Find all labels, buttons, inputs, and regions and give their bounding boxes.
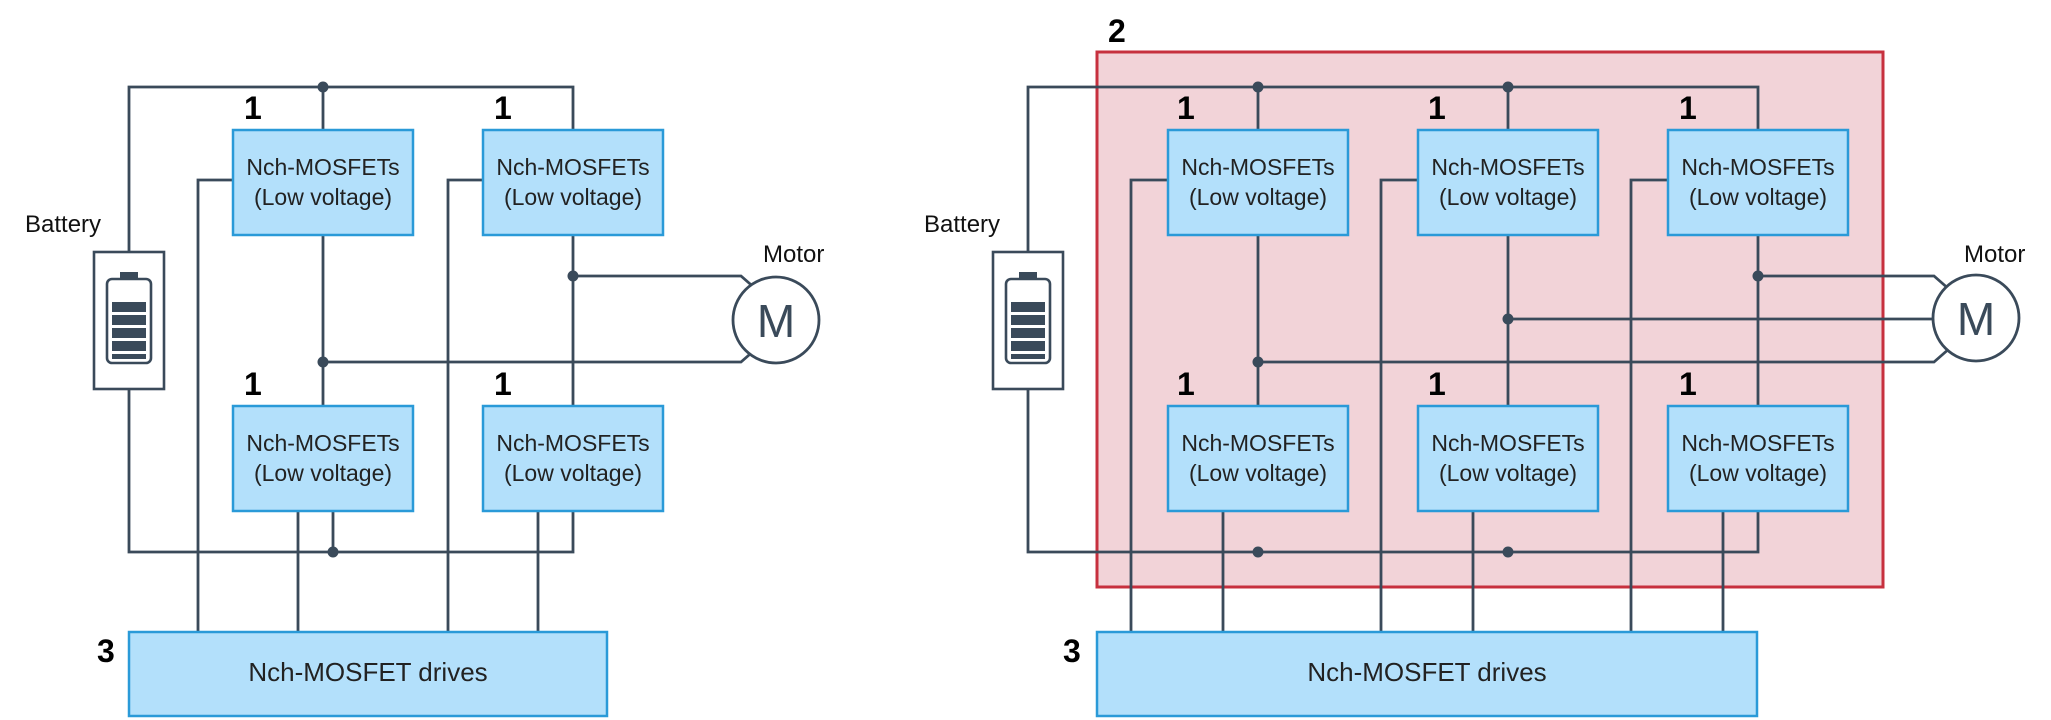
mosfet-box: Nch-MOSFETs (Low voltage) 1 <box>1416 90 1600 237</box>
mosfet-line1: Nch-MOSFETs <box>246 154 399 180</box>
mosfet-line1: Nch-MOSFETs <box>496 430 649 456</box>
mosfet-box: Nch-MOSFETs (Low voltage) 1 <box>1416 366 1600 513</box>
junction-dot <box>1752 270 1764 282</box>
battery-icon <box>92 250 166 391</box>
mosfet-number: 1 <box>494 366 512 402</box>
junction-dot <box>1502 313 1514 325</box>
mosfet-box: Nch-MOSFETs (Low voltage) 1 <box>481 90 665 237</box>
mosfet-line2: (Low voltage) <box>504 184 642 210</box>
left-wires <box>127 85 758 632</box>
mosfet-line2: (Low voltage) <box>504 460 642 486</box>
mosfet-number: 1 <box>1177 90 1195 126</box>
junction-dot <box>1502 546 1514 558</box>
mosfet-line2: (Low voltage) <box>254 184 392 210</box>
junction-dot <box>567 270 579 282</box>
motor-icon: M <box>1931 273 2021 363</box>
mosfet-line1: Nch-MOSFETs <box>1681 154 1834 180</box>
junction-dot <box>1252 81 1264 93</box>
driver-number: 3 <box>1063 633 1081 669</box>
mosfet-number: 1 <box>1428 90 1446 126</box>
mosfet-line2: (Low voltage) <box>1439 184 1577 210</box>
mosfet-line1: Nch-MOSFETs <box>1681 430 1834 456</box>
mosfet-line1: Nch-MOSFETs <box>1181 154 1334 180</box>
motor-label: Motor <box>1964 241 2025 268</box>
mosfet-box: Nch-MOSFETs (Low voltage) 1 <box>481 366 665 513</box>
junction-dot <box>317 81 329 93</box>
junction-dot <box>1502 81 1514 93</box>
driver-box: Nch-MOSFET drives 3 <box>97 630 609 718</box>
mosfet-number: 1 <box>494 90 512 126</box>
driver-number: 3 <box>97 633 115 669</box>
motor-symbol: M <box>757 295 795 347</box>
driver-label: Nch-MOSFET drives <box>248 657 487 687</box>
mosfet-line1: Nch-MOSFETs <box>1431 430 1584 456</box>
highlight-number: 2 <box>1108 13 1126 49</box>
mosfet-line1: Nch-MOSFETs <box>1431 154 1584 180</box>
battery-label: Battery <box>25 211 101 238</box>
mosfet-number: 1 <box>1428 366 1446 402</box>
mosfet-line1: Nch-MOSFETs <box>1181 430 1334 456</box>
mosfet-number: 1 <box>1679 366 1697 402</box>
motor-icon: M <box>731 275 821 365</box>
junction-dot <box>327 546 339 558</box>
mosfet-line2: (Low voltage) <box>254 460 392 486</box>
motor-symbol: M <box>1957 293 1995 345</box>
mosfet-box: Nch-MOSFETs (Low voltage) 1 <box>1166 90 1350 237</box>
driver-box: Nch-MOSFET drives 3 <box>1063 630 1759 718</box>
mosfet-line2: (Low voltage) <box>1689 184 1827 210</box>
mosfet-box: Nch-MOSFETs (Low voltage) 1 <box>231 90 415 237</box>
battery-icon <box>991 250 1065 391</box>
driver-label: Nch-MOSFET drives <box>1307 657 1546 687</box>
mosfet-number: 1 <box>1679 90 1697 126</box>
right-wires <box>1026 85 1951 632</box>
junction-dot <box>317 356 329 368</box>
mosfet-line1: Nch-MOSFETs <box>246 430 399 456</box>
mosfet-line2: (Low voltage) <box>1189 460 1327 486</box>
junction-dot <box>1252 356 1264 368</box>
mosfet-line1: Nch-MOSFETs <box>496 154 649 180</box>
junction-dot <box>1252 546 1264 558</box>
left-circuit: Battery M Motor Nch-MOSFETs (Low voltage… <box>25 81 824 718</box>
battery-label: Battery <box>924 211 1000 238</box>
mosfet-box: Nch-MOSFETs (Low voltage) 1 <box>1666 90 1850 237</box>
mosfet-box: Nch-MOSFETs (Low voltage) 1 <box>1666 366 1850 513</box>
mosfet-number: 1 <box>244 90 262 126</box>
motor-label: Motor <box>763 241 824 268</box>
mosfet-line2: (Low voltage) <box>1439 460 1577 486</box>
mosfet-box: Nch-MOSFETs (Low voltage) 1 <box>1166 366 1350 513</box>
mosfet-line2: (Low voltage) <box>1189 184 1327 210</box>
mosfet-number: 1 <box>1177 366 1195 402</box>
mosfet-line2: (Low voltage) <box>1689 460 1827 486</box>
mosfet-number: 1 <box>244 366 262 402</box>
mosfet-box: Nch-MOSFETs (Low voltage) 1 <box>231 366 415 513</box>
right-circuit: 2 <box>924 13 2025 718</box>
